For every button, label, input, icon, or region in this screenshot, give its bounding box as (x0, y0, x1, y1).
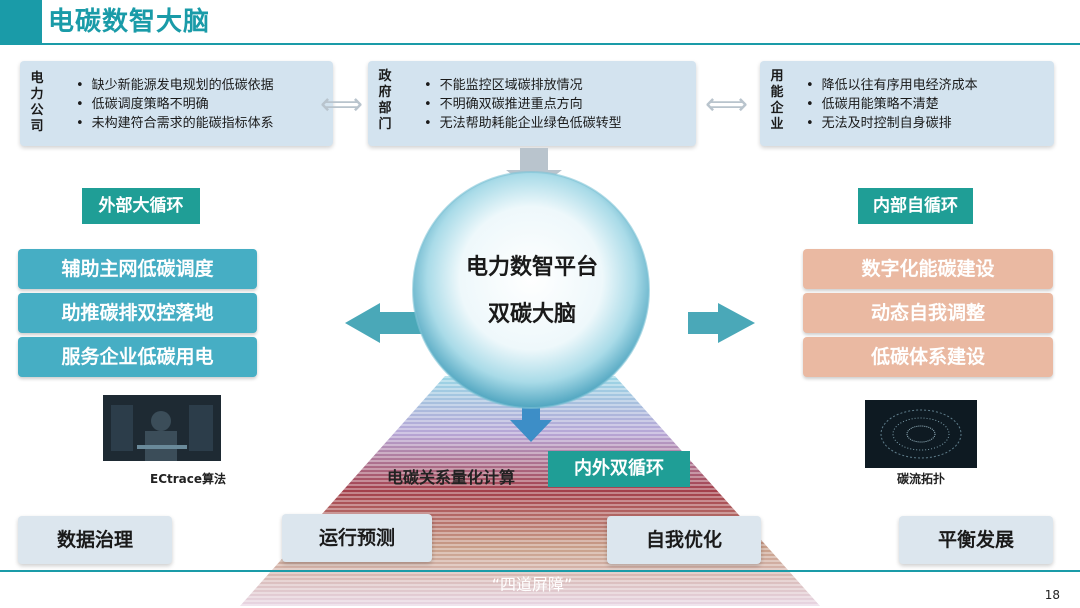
platform-title: 电力数智平台 (465, 255, 598, 280)
label-char: 企 (770, 101, 784, 116)
label-char: 业 (770, 117, 784, 132)
label-char: 力 (30, 87, 44, 102)
issue-item: 缺少新能源发电规划的低碳依据 (76, 76, 274, 95)
pillar-balanced-development: 平衡发展 (899, 516, 1053, 564)
barrier-label: “四道屏障” (491, 575, 573, 594)
center-down-arrow-icon (510, 388, 552, 442)
ectrace-caption: ECtrace算法 (150, 472, 227, 486)
pillar-data-governance: 数据治理 (18, 516, 172, 564)
platform-subtitle: 双碳大脑 (487, 302, 576, 327)
stakeholder-label: 电 力 公 司 (28, 71, 46, 135)
left-item-2: 助推碳排双控落地 (18, 293, 257, 333)
calc-label: 电碳关系量化计算 (387, 468, 516, 487)
internal-loop-tag: 内部自循环 (858, 188, 973, 224)
footer-divider (0, 570, 1080, 572)
left-item-1: 辅助主网低碳调度 (18, 249, 257, 289)
title-accent-bar (0, 0, 42, 44)
issue-item: 低碳调度策略不明确 (76, 95, 274, 114)
stakeholder-government: 政 府 部 门 不能监控区域碳排放情况 不明确双碳推进重点方向 无法帮助耗能企业… (368, 61, 696, 146)
stakeholder-enterprise: 用 能 企 业 降低以往有序用电经济成本 低碳用能策略不清楚 无法及时控制自身碳… (760, 61, 1054, 146)
carbon-flow-topology-image (865, 400, 977, 468)
topology-caption: 碳流拓扑 (896, 472, 945, 486)
title-divider (0, 43, 1080, 45)
label-char: 电 (30, 71, 44, 86)
page-title: 电碳数智大脑 (48, 7, 211, 37)
left-item-3: 服务企业低碳用电 (18, 337, 257, 377)
brain-sphere (413, 172, 649, 408)
label-char: 部 (378, 101, 392, 116)
pillar-operation-forecast: 运行预测 (282, 514, 432, 562)
label-char: 司 (30, 119, 44, 134)
right-arrow-icon (688, 303, 755, 343)
double-arrow-icon: ⟺ (320, 87, 364, 122)
pillar-self-optimization: 自我优化 (607, 516, 761, 564)
stakeholder-label: 政 府 部 门 (376, 69, 394, 133)
label-char: 府 (378, 85, 392, 100)
brain-sphere-rim (412, 171, 650, 409)
issue-item: 未构建符合需求的能碳指标体系 (76, 114, 274, 133)
issue-item: 无法及时控制自身碳排 (806, 114, 978, 133)
issue-item: 低碳用能策略不清楚 (806, 95, 978, 114)
label-char: 政 (378, 69, 392, 84)
label-char: 用 (770, 69, 784, 84)
stakeholder-issue-list: 缺少新能源发电规划的低碳依据 低碳调度策略不明确 未构建符合需求的能碳指标体系 (76, 76, 274, 133)
label-char: 门 (378, 117, 392, 132)
stakeholder-issue-list: 降低以往有序用电经济成本 低碳用能策略不清楚 无法及时控制自身碳排 (806, 76, 978, 133)
issue-item: 不明确双碳推进重点方向 (424, 95, 622, 114)
label-char: 公 (30, 103, 44, 118)
page-number: 18 (1044, 588, 1060, 602)
external-loop-tag: 外部大循环 (82, 188, 200, 224)
double-arrow-icon: ⟺ (705, 87, 749, 122)
right-item-3: 低碳体系建设 (803, 337, 1053, 377)
stakeholder-power-company: 电 力 公 司 缺少新能源发电规划的低碳依据 低碳调度策略不明确 未构建符合需求… (20, 61, 333, 146)
stakeholder-label: 用 能 企 业 (768, 69, 786, 133)
stakeholder-issue-list: 不能监控区域碳排放情况 不明确双碳推进重点方向 无法帮助耗能企业绿色低碳转型 (424, 76, 622, 133)
right-item-1: 数字化能碳建设 (803, 249, 1053, 289)
label-char: 能 (770, 85, 784, 100)
issue-item: 不能监控区域碳排放情况 (424, 76, 622, 95)
ectrace-image (103, 395, 221, 461)
right-item-2: 动态自我调整 (803, 293, 1053, 333)
dual-loop-tag: 内外双循环 (548, 451, 690, 487)
issue-item: 无法帮助耗能企业绿色低碳转型 (424, 114, 622, 133)
issue-item: 降低以往有序用电经济成本 (806, 76, 978, 95)
